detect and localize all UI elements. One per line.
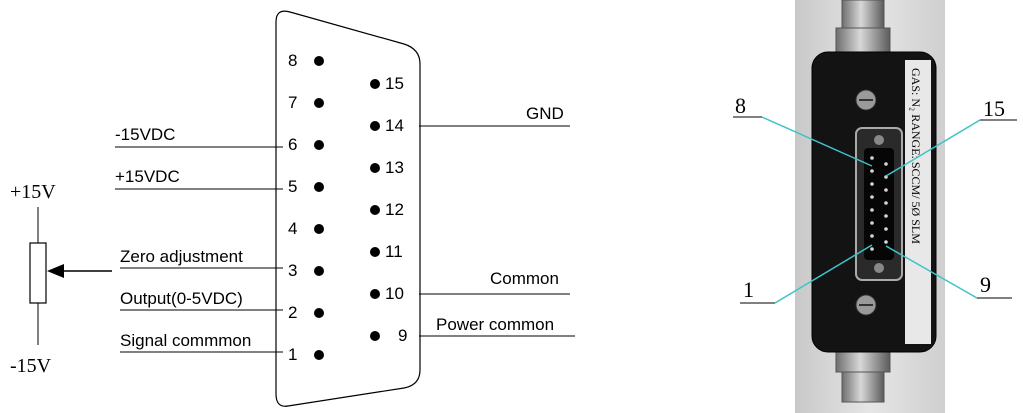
device-label-text: GAS: N₂ RANGE: SCCM/ 5Ø SLM [909, 68, 923, 244]
svg-text:7: 7 [288, 93, 297, 112]
callout-9: 9 [980, 272, 991, 297]
callout-15: 15 [983, 96, 1005, 121]
label-zero-adjustment: Zero adjustment [120, 247, 243, 266]
label-signal-common: Signal commmon [120, 331, 251, 350]
label-gnd: GND [526, 104, 564, 123]
pin-9: 9 [370, 326, 407, 345]
pin-5: 5 [288, 177, 324, 196]
connector-outline [275, 10, 421, 407]
pin-3: 3 [288, 261, 324, 280]
pin-10: 10 [370, 284, 404, 303]
pin-15: 15 [370, 74, 404, 93]
label-plus15v: +15V [10, 181, 56, 203]
top-fitting [841, 0, 885, 29]
db15-connector: 8 7 6 5 4 3 2 1 [275, 10, 421, 407]
device-photo: GAS: N₂ RANGE: SCCM/ 5Ø SLM [795, 0, 945, 413]
receptacle-pins [870, 156, 888, 251]
pin-7: 7 [288, 93, 324, 112]
callout-1: 1 [743, 277, 754, 302]
pin-6: 6 [288, 135, 324, 154]
label-power-common: Power common [436, 315, 554, 334]
potentiometer: +15V -15V [10, 181, 112, 377]
svg-text:13: 13 [385, 158, 404, 177]
svg-text:15: 15 [385, 74, 404, 93]
callout-8: 8 [735, 93, 746, 118]
label-minus15vdc: -15VDC [115, 125, 175, 144]
label-output: Output(0-5VDC) [120, 289, 243, 308]
top-screw-icon [855, 89, 877, 111]
pin-13: 13 [370, 158, 404, 177]
left-wiring: -15VDC +15VDC Zero adjustment Output(0-5… [115, 125, 283, 353]
pin-2: 2 [288, 303, 324, 322]
label-plus15vdc: +15VDC [115, 167, 180, 186]
bottom-fitting [835, 349, 891, 373]
svg-text:8: 8 [288, 51, 297, 70]
svg-text:3: 3 [288, 261, 297, 280]
pin-11: 11 [370, 242, 403, 261]
label-minus15v: -15V [10, 355, 52, 377]
label-common: Common [490, 269, 559, 288]
pin-8: 8 [288, 51, 324, 70]
pin-12: 12 [370, 200, 404, 219]
pin-14: 14 [370, 116, 404, 135]
device-label-strip [905, 60, 931, 344]
pin-1: 1 [288, 345, 324, 364]
potentiometer-body [29, 242, 47, 304]
bottom-screw-icon [855, 294, 877, 316]
right-wiring: GND Common Power common [419, 104, 575, 337]
svg-text:14: 14 [385, 116, 404, 135]
svg-text:2: 2 [288, 303, 297, 322]
svg-text:10: 10 [385, 284, 404, 303]
svg-text:11: 11 [385, 242, 403, 261]
svg-text:1: 1 [288, 345, 297, 364]
pin-4: 4 [288, 219, 324, 238]
svg-text:9: 9 [398, 326, 407, 345]
svg-text:12: 12 [385, 200, 404, 219]
wiper-arrow [47, 264, 64, 278]
svg-text:5: 5 [288, 177, 297, 196]
svg-text:4: 4 [288, 219, 297, 238]
photo-callouts: 8 15 1 9 [733, 93, 1017, 304]
svg-text:6: 6 [288, 135, 297, 154]
